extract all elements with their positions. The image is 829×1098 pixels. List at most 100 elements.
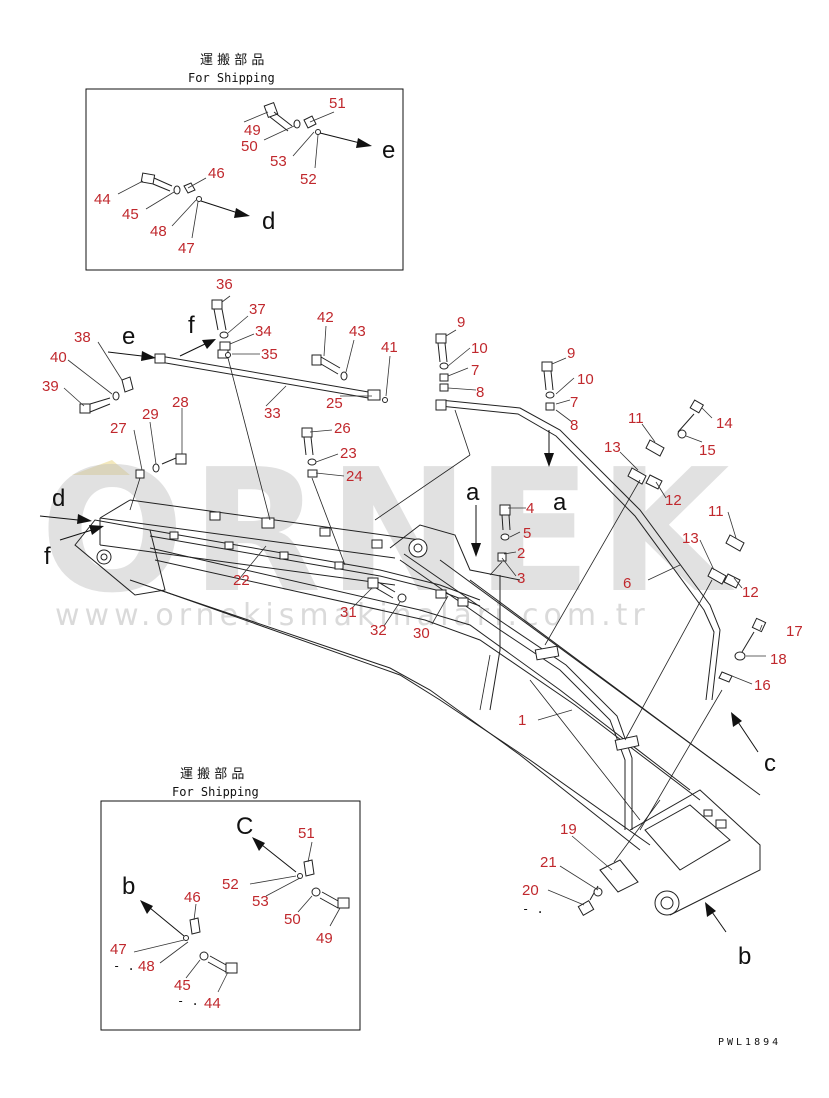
bolt-9-right <box>541 361 555 411</box>
label-9-left: 9 <box>457 314 465 331</box>
top-box-title-en: For Shipping <box>188 71 275 85</box>
label-12-upper: 12 <box>665 492 682 509</box>
dash-mark: - . <box>522 902 544 916</box>
label-52: 52 <box>300 171 317 188</box>
label-42: 42 <box>317 309 334 326</box>
label-29: 29 <box>142 406 159 423</box>
label-10-right: 10 <box>577 371 594 388</box>
label-28: 28 <box>172 394 189 411</box>
label-a-right: a <box>553 489 567 516</box>
label-2: 2 <box>517 545 525 562</box>
label-46-bottom: 46 <box>184 889 201 906</box>
dash-mark-3: - . <box>177 994 199 1008</box>
label-45-bottom: 45 <box>174 977 191 994</box>
label-41: 41 <box>381 339 398 356</box>
watermark-url: www.ornekismakinalari.com.tr <box>55 598 650 633</box>
label-48: 48 <box>150 223 167 240</box>
label-23: 23 <box>340 445 357 462</box>
label-c-bottom: C <box>236 813 253 840</box>
label-33: 33 <box>264 405 281 422</box>
shipping-parts-box-top: 運 搬 部 品 For Shipping <box>85 53 404 271</box>
label-11-lower: 11 <box>708 503 724 520</box>
label-40: 40 <box>50 349 67 366</box>
label-22: 22 <box>233 572 250 589</box>
label-46: 46 <box>208 165 225 182</box>
label-d: d <box>262 208 275 235</box>
label-1: 1 <box>518 712 526 729</box>
label-11-upper: 11 <box>628 410 644 427</box>
label-12-lower: 12 <box>742 584 759 601</box>
pipe-33 <box>154 349 381 401</box>
clamp-11-12-lower <box>624 534 745 741</box>
bolt-36 <box>211 299 271 521</box>
label-5: 5 <box>523 525 531 542</box>
label-36: 36 <box>216 276 233 293</box>
main-leaders <box>63 295 766 906</box>
bottom-box-title-jp: 運 搬 部 品 <box>180 767 244 782</box>
label-9-right: 9 <box>567 345 575 362</box>
label-b-bottom: b <box>122 873 135 900</box>
pipe-6 <box>435 383 721 701</box>
label-e-main: e <box>122 323 135 350</box>
label-24: 24 <box>346 468 363 485</box>
pipe-1 <box>399 553 640 830</box>
label-f-left: f <box>44 543 51 570</box>
label-4: 4 <box>526 500 534 517</box>
label-a-left: a <box>466 479 480 506</box>
dash-mark-2: - . <box>113 959 135 973</box>
label-53-bottom: 53 <box>252 893 269 910</box>
label-15: 15 <box>699 442 716 459</box>
bottom-box-title-en: For Shipping <box>172 785 259 799</box>
label-7-left: 7 <box>471 362 479 379</box>
label-48-bottom: 48 <box>138 958 155 975</box>
label-14: 14 <box>716 415 733 432</box>
label-d-main: d <box>52 485 65 512</box>
watermark: ORNEK www.ornekismakinalari.com.tr <box>40 433 730 633</box>
label-45: 45 <box>122 206 139 223</box>
label-31: 31 <box>340 604 357 621</box>
label-51: 51 <box>329 95 346 112</box>
label-53: 53 <box>270 153 287 170</box>
drawing-code: PWL1894 <box>718 1037 781 1048</box>
bolt-9-left <box>374 333 471 521</box>
label-b: b <box>738 943 751 970</box>
label-52-bottom: 52 <box>222 876 239 893</box>
label-49: 49 <box>244 122 261 139</box>
label-8-left: 8 <box>476 384 484 401</box>
label-34: 34 <box>255 323 272 340</box>
fitting-39 <box>79 376 134 414</box>
bolt-42 <box>311 354 348 381</box>
bolt-44 <box>140 172 202 202</box>
label-37: 37 <box>249 301 266 318</box>
label-27: 27 <box>110 420 127 437</box>
direction-arrows <box>39 339 759 933</box>
label-47: 47 <box>178 240 195 257</box>
label-50-bottom: 50 <box>284 911 301 928</box>
label-10-left: 10 <box>471 340 488 357</box>
label-25: 25 <box>326 395 343 412</box>
label-30: 30 <box>413 625 430 642</box>
label-38: 38 <box>74 329 91 346</box>
label-19: 19 <box>560 821 577 838</box>
label-51-bottom: 51 <box>298 825 315 842</box>
label-18: 18 <box>770 651 787 668</box>
label-39: 39 <box>42 378 59 395</box>
bolt-44-bottom <box>183 917 238 974</box>
label-13-upper: 13 <box>604 439 621 456</box>
label-21: 21 <box>540 854 557 871</box>
label-17: 17 <box>786 623 803 640</box>
label-43: 43 <box>349 323 366 340</box>
label-8-right: 8 <box>570 417 578 434</box>
label-35: 35 <box>261 346 278 363</box>
bolt-17 <box>639 617 767 831</box>
label-20: 20 <box>522 882 539 899</box>
label-50: 50 <box>241 138 258 155</box>
label-13-lower: 13 <box>682 530 699 547</box>
label-26: 26 <box>334 420 351 437</box>
boom-assembly: 36 37 34 35 38 40 39 42 43 41 33 25 9 10… <box>39 276 803 970</box>
label-c: c <box>764 750 776 777</box>
label-44-bottom: 44 <box>204 995 221 1012</box>
bolt-31 <box>367 577 469 607</box>
label-16: 16 <box>754 677 771 694</box>
